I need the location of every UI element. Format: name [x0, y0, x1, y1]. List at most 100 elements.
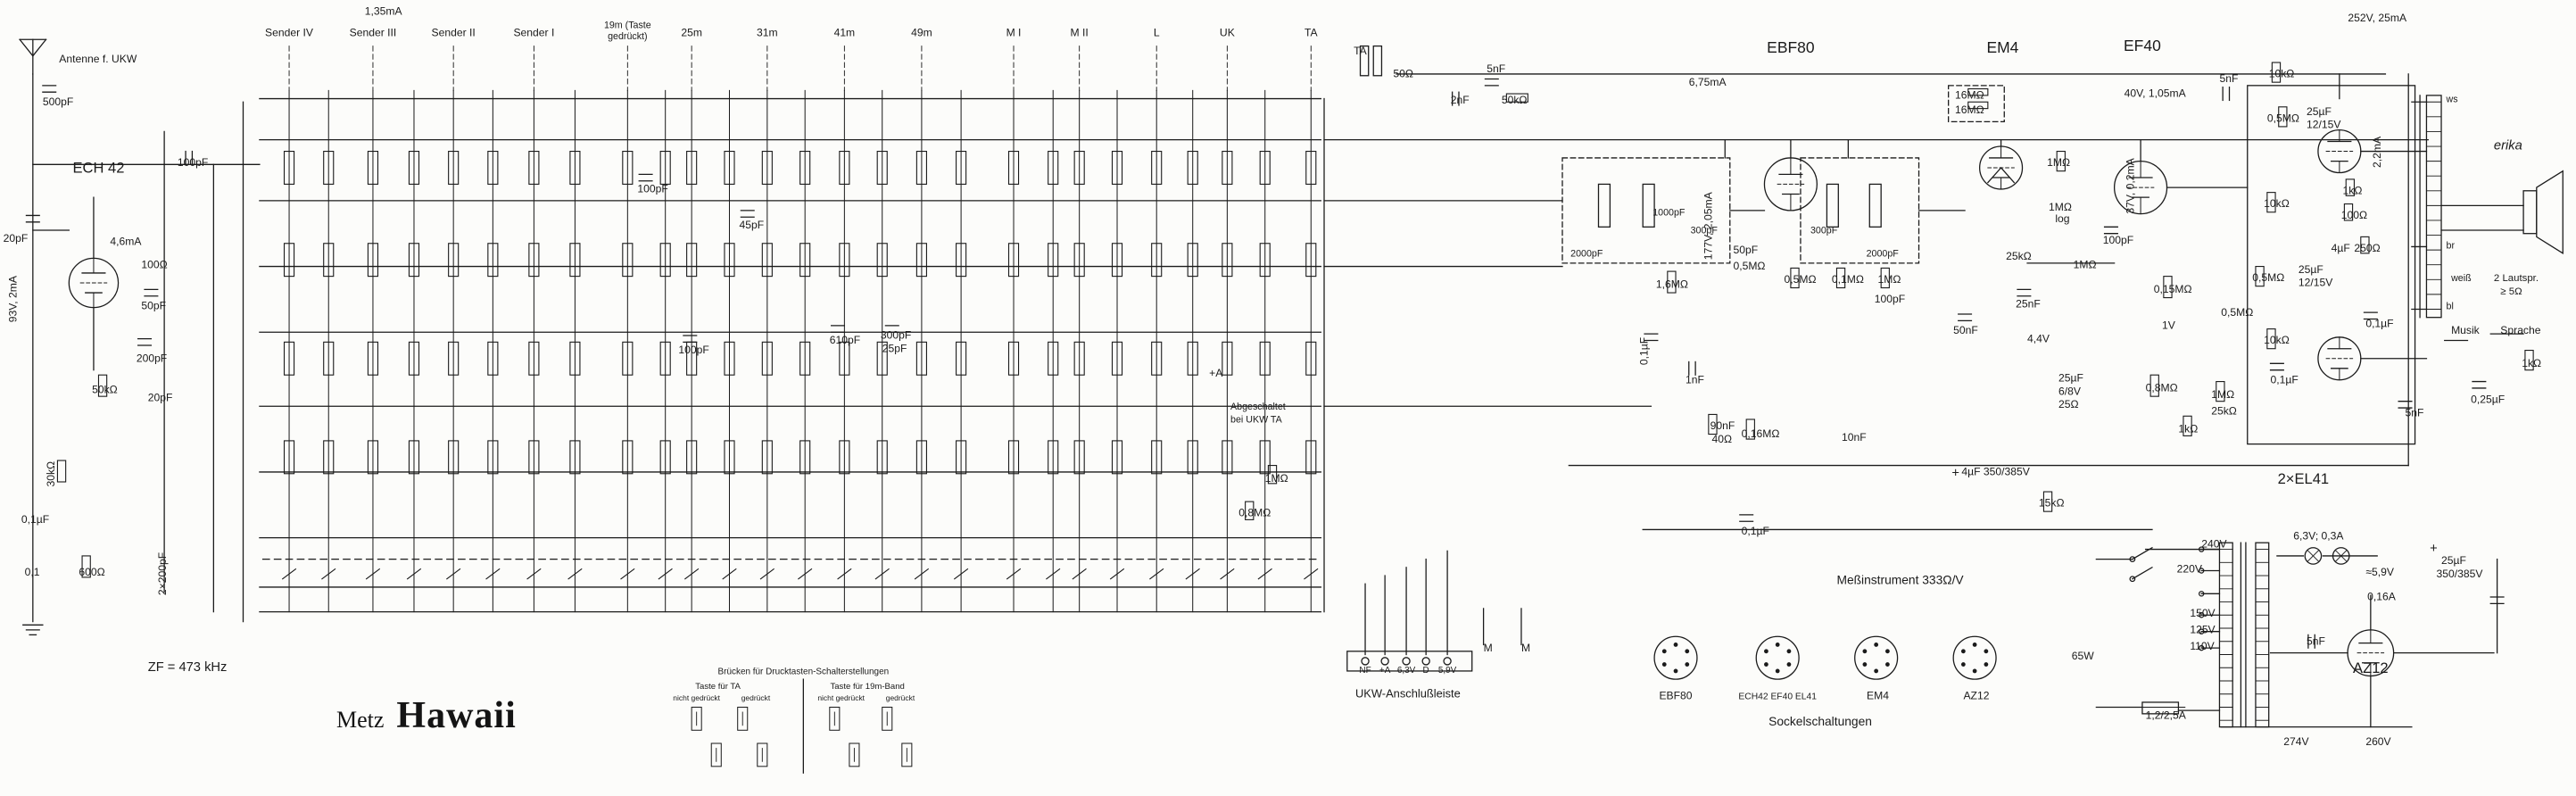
tube-label-el41: 2×EL41 [2278, 470, 2330, 487]
meter-note: Meßinstrument 333Ω/V [1836, 572, 1964, 586]
component-label: 50kΩ [1502, 94, 1528, 106]
component-label: 25µF [2441, 554, 2466, 567]
component-label: 350/385V [2436, 568, 2483, 580]
component-label: bei UKW TA [1230, 415, 1283, 426]
component-label: 2×200pF [156, 552, 169, 595]
legend-label: gedrückt [886, 693, 915, 702]
component-label: 25kΩ [2211, 404, 2237, 417]
voltage-note: 177V, 2,05mA [1702, 191, 1715, 260]
component-label: 6/8V [2058, 385, 2082, 397]
component-label: 610pF [830, 334, 860, 346]
component-label: 0,25µF [2471, 394, 2505, 406]
component-label: 2000pF [1570, 248, 1603, 259]
ukw-pin: D [1423, 666, 1429, 676]
component-label: 0,16MΩ [1742, 427, 1780, 440]
component-label: 600Ω [79, 566, 104, 578]
component-label: 0,15MΩ [2154, 283, 2192, 295]
component-label: 4µF [2332, 242, 2350, 254]
component-label: 10nF [1842, 431, 1867, 444]
component-label: 4µF 350/385V [1961, 466, 2030, 478]
speaker-note: 2 Lautspr. [2494, 273, 2539, 284]
component-label: TA [1354, 45, 1368, 57]
component-label: 1kΩ [2178, 423, 2198, 435]
component-label: 4,4V [2027, 332, 2050, 344]
component-label: 1,6MΩ [1656, 278, 1688, 291]
component-label: 25Ω [2058, 398, 2079, 410]
component-label: ≈5,9V [2365, 566, 2395, 578]
component-label: 500pF [43, 95, 73, 108]
component-label: 1MΩ [2049, 201, 2072, 213]
socket-label: AZ12 [1963, 689, 1989, 701]
socket-label: ECH42 EF40 EL41 [1738, 692, 1817, 701]
model-name: Hawaii [396, 695, 517, 736]
switch-label: Musik [2451, 324, 2481, 336]
speaker-brand: erika [2494, 139, 2522, 153]
mains-tap: 220V [2177, 562, 2203, 575]
band-header: 25m [681, 27, 702, 39]
component-label: 1MΩ [2074, 258, 2097, 270]
legend-label: nicht gedrückt [817, 693, 865, 702]
band-header: Sender I [513, 27, 554, 39]
band-header: M I [1006, 27, 1022, 39]
legend-label: nicht gedrückt [673, 693, 720, 702]
schematic-title: Metz Hawaii [336, 694, 517, 737]
band-header: 19m (Taste [604, 20, 651, 30]
labels-layer: Sender IV Sender III Sender II Sender I 19m … [4, 5, 2541, 748]
component-label: 5nF [2307, 634, 2325, 647]
component-label: 1MΩ [2047, 156, 2070, 169]
socket-caption: Sockelschaltungen [1768, 714, 1872, 728]
component-label: 1000pF [1652, 207, 1686, 218]
component-label: 12/15V [2307, 119, 2341, 131]
component-label: 16MΩ [1955, 89, 1984, 102]
band-header: Sender IV [265, 27, 314, 39]
legend-label: Taste für 19m-Band [830, 682, 904, 692]
mains-tap: 240V [2201, 538, 2227, 551]
voltage-note: 274V [2283, 735, 2309, 748]
component-label: 50Ω [1393, 68, 1413, 80]
voltage-note: 252V, 25mA [2348, 12, 2407, 24]
current-note: 1,35mA [365, 5, 403, 18]
component-label: 12/15V [2299, 277, 2333, 289]
power-consumption: 65W [2072, 650, 2094, 662]
component-label: 10kΩ [2264, 334, 2290, 346]
voltage-note: 37V, 0,2mA [2125, 157, 2137, 213]
component-label: 100Ω [141, 258, 167, 270]
component-label: 50kΩ [92, 383, 118, 395]
tube-label-ech42: ECH 42 [72, 160, 124, 177]
ukw-pin: 6,3V [1397, 666, 1416, 676]
band-header: L [1154, 27, 1160, 39]
current-note: 2,2mA [2371, 136, 2383, 168]
component-label: 25µF [2307, 105, 2332, 118]
if-frequency-note: ZF = 473 kHz [148, 660, 228, 675]
brand-name: Metz [336, 707, 385, 733]
component-label: 100pF [1875, 293, 1905, 305]
component-label: 50pF [1733, 244, 1758, 256]
component-label: 30kΩ [45, 461, 57, 487]
wire-color-note: weiß [2450, 273, 2472, 284]
current-note: 6,75mA [1689, 76, 1727, 88]
band-header: TA [1305, 27, 1319, 39]
component-label: 300pF [881, 329, 911, 342]
component-label: 5nF [2406, 406, 2424, 419]
wire-color-note: bl [2447, 301, 2454, 311]
socket-label: EBF80 [1659, 689, 1692, 701]
legend-label: Taste für TA [695, 682, 741, 692]
component-label: + [2430, 542, 2438, 556]
band-header: UK [1220, 27, 1235, 39]
band-header: Sender II [432, 27, 476, 39]
component-label: 100pF [2103, 234, 2133, 246]
wire-color-note: ws [2446, 94, 2458, 104]
legend-caption: Brücken für Drucktasten-Schalterstellung… [718, 667, 890, 677]
component-label: 0,8MΩ [1238, 507, 1271, 519]
component-label: 100Ω [2341, 209, 2367, 221]
component-label: 1kΩ [2343, 184, 2363, 196]
voltage-note: 40V, 1,05mA [2125, 87, 2187, 100]
component-label: 25pF [882, 342, 907, 354]
band-header: Sender III [350, 27, 397, 39]
component-label: 0,5MΩ [2267, 112, 2299, 124]
voltage-note: 260V [2365, 735, 2391, 748]
ukw-pin: NF [1359, 666, 1371, 676]
component-label: 0,5MΩ [1733, 260, 1765, 272]
